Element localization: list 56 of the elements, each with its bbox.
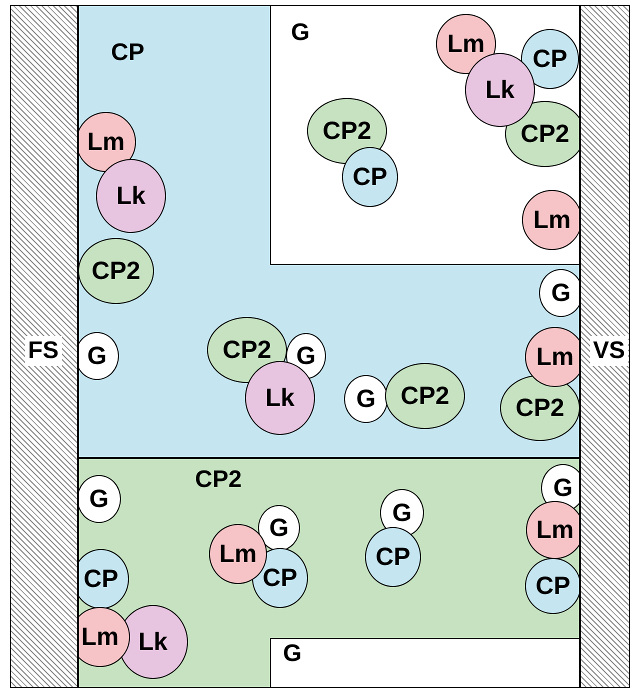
cell-circle <box>380 489 424 537</box>
cell-label: G <box>269 515 289 541</box>
wall-label: VS <box>590 336 628 366</box>
zone-region <box>270 638 579 687</box>
cell-label: G <box>87 343 107 369</box>
cell-label: Lm <box>447 31 485 57</box>
cell-label: Lk <box>138 629 168 655</box>
zone-region <box>78 458 580 688</box>
cell-label: CP <box>352 164 388 190</box>
cell-label: CP <box>532 46 568 72</box>
cell-label: CP2 <box>516 395 564 421</box>
cell-label: CP2 <box>322 118 372 144</box>
cell-label: CP <box>84 566 118 592</box>
cell-label: CP2 <box>222 337 272 363</box>
hatched-wall-band <box>580 5 630 688</box>
cell-circle <box>79 332 119 380</box>
region-label: G <box>291 20 310 46</box>
cell-label: Lm <box>536 344 574 370</box>
cell-circle <box>526 501 579 559</box>
cell-label: Lk <box>265 385 295 411</box>
zone-region <box>78 5 580 458</box>
cell-label: Lk <box>116 183 146 209</box>
cell-circle <box>344 375 388 423</box>
hatched-wall-band <box>10 5 78 688</box>
zone-region <box>270 6 579 265</box>
cell-circle <box>79 112 136 172</box>
cell-label: Lk <box>485 77 515 103</box>
cell-label: CP <box>536 573 570 599</box>
cell-label: Lm <box>536 517 574 543</box>
cell-circle <box>522 190 579 250</box>
cell-circle <box>79 549 129 609</box>
cell-circle <box>258 505 300 551</box>
cell-label: G <box>551 280 571 306</box>
cell-label: CP2 <box>400 383 450 409</box>
cell-label: G <box>296 343 316 369</box>
region-label: G <box>283 641 302 667</box>
cell-label: CP <box>262 565 298 591</box>
cell-label: Lm <box>81 624 119 650</box>
cell-label: Lm <box>87 129 125 155</box>
cell-label: CP2 <box>92 258 140 284</box>
cell-circle <box>79 475 121 523</box>
cell-label: G <box>553 475 573 501</box>
cell-label: Lm <box>219 541 257 567</box>
cell-label: G <box>89 486 109 512</box>
region-label: CP2 <box>195 467 242 493</box>
cell-circle <box>525 558 579 614</box>
cell-label: CP2 <box>520 121 570 147</box>
cell-label: CP <box>376 544 410 570</box>
cell-circle <box>525 327 579 387</box>
region-label: CP <box>111 40 144 66</box>
wall-label: FS <box>25 336 62 366</box>
cell-circle <box>79 607 130 667</box>
cell-label: G <box>356 386 376 412</box>
cell-circle <box>539 269 579 317</box>
cell-label: Lm <box>533 207 571 233</box>
cell-label: G <box>392 500 412 526</box>
